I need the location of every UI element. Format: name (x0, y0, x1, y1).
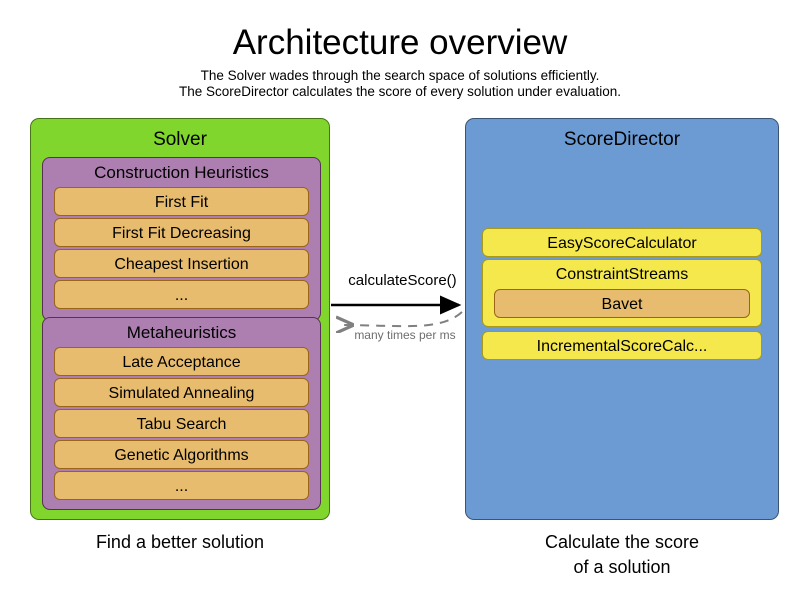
solver-panel[interactable]: Solver Construction Heuristics First Fit… (30, 118, 330, 520)
list-item-ellipsis[interactable]: ... (54, 280, 309, 309)
arrow-many-times-per-ms (338, 311, 463, 326)
box-incremental-score-calculator[interactable]: IncrementalScoreCalc... (482, 331, 762, 360)
solver-panel-title: Solver (153, 129, 207, 150)
list-item[interactable]: Genetic Algorithms (54, 440, 309, 469)
scoredirector-panel[interactable]: ScoreDirector EasyScoreCalculator Constr… (465, 118, 779, 520)
list-item[interactable]: First Fit Decreasing (54, 218, 309, 247)
group-construction-heuristics[interactable]: Construction Heuristics First Fit First … (42, 157, 321, 321)
caption-scoredirector: Calculate the score of a solution (465, 530, 779, 580)
box-constraint-streams[interactable]: ConstraintStreams Bavet (482, 259, 762, 327)
caption-line-2: of a solution (573, 557, 671, 577)
caption-line-1: Calculate the score (544, 532, 700, 552)
box-label: ConstraintStreams (555, 266, 689, 283)
list-item[interactable]: Tabu Search (54, 409, 309, 438)
subtitle-line-2: The ScoreDirector calculates the score o… (179, 84, 621, 99)
arrow-label-calculate-score: calculateScore() (348, 272, 457, 289)
page-header: Architecture overview The Solver wades t… (0, 22, 800, 100)
box-easy-score-calculator[interactable]: EasyScoreCalculator (482, 228, 762, 257)
list-item[interactable]: Cheapest Insertion (54, 249, 309, 278)
list-item[interactable]: Simulated Annealing (54, 378, 309, 407)
group-metaheuristics[interactable]: Metaheuristics Late Acceptance Simulated… (42, 317, 321, 510)
caption-solver: Find a better solution (95, 532, 265, 552)
group-item-list: Late Acceptance Simulated Annealing Tabu… (54, 347, 309, 500)
box-bavet[interactable]: Bavet (494, 289, 750, 318)
scoredirector-panel-title: ScoreDirector (563, 129, 681, 150)
page-title: Architecture overview (232, 23, 568, 62)
arrow-label-many-times-per-ms: many times per ms (354, 328, 456, 342)
subtitle-line-1: The Solver wades through the search spac… (200, 68, 600, 83)
group-title: Metaheuristics (126, 323, 237, 342)
group-title: Construction Heuristics (94, 163, 269, 182)
group-item-list: First Fit First Fit Decreasing Cheapest … (54, 187, 309, 309)
list-item[interactable]: Late Acceptance (54, 347, 309, 376)
list-item[interactable]: First Fit (54, 187, 309, 216)
list-item-ellipsis[interactable]: ... (54, 471, 309, 500)
